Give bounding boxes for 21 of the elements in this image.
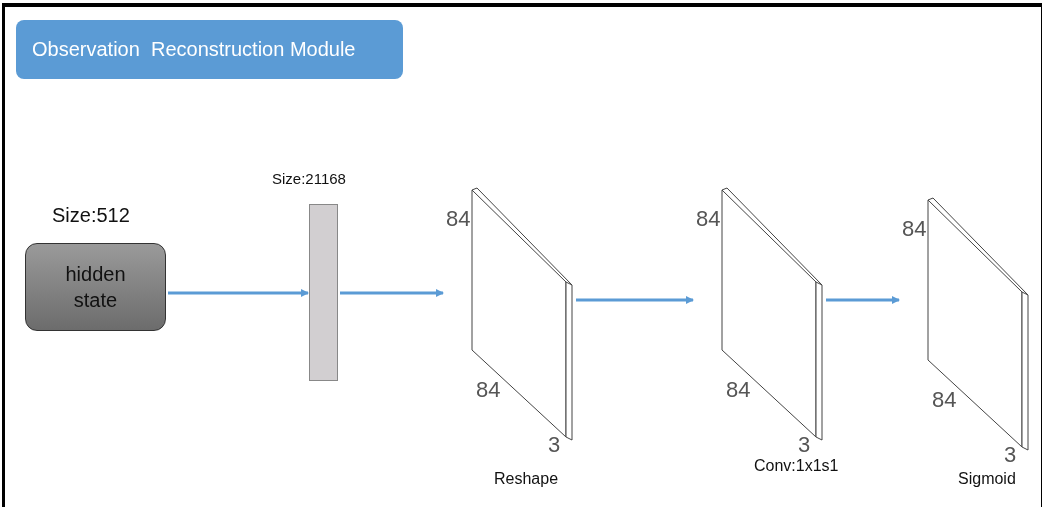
size-caption: Sigmoid — [958, 470, 1016, 488]
vector-bar — [309, 204, 338, 381]
dimension-label: 3 — [798, 433, 811, 457]
size-caption: Size:512 — [52, 204, 130, 227]
dimension-label: 84 — [726, 378, 751, 402]
dimension-label: 84 — [476, 378, 501, 402]
dimension-label: 84 — [696, 207, 721, 231]
arrow — [168, 289, 309, 297]
size-caption: Conv:1x1s1 — [754, 457, 839, 475]
state-box: hidden state — [25, 243, 166, 331]
dimension-label: 84 — [902, 217, 927, 241]
module-title: Observation Reconstruction Module — [16, 20, 403, 79]
dimension-label: 3 — [1004, 443, 1017, 467]
arrow — [340, 289, 444, 297]
arrow — [576, 296, 694, 304]
size-caption: Reshape — [494, 470, 559, 488]
dimension-label: 84 — [446, 207, 471, 231]
arrow — [826, 296, 900, 304]
dimension-label: 3 — [548, 433, 561, 457]
size-caption: Size:21168 — [272, 170, 346, 187]
dimension-label: 84 — [932, 388, 957, 412]
